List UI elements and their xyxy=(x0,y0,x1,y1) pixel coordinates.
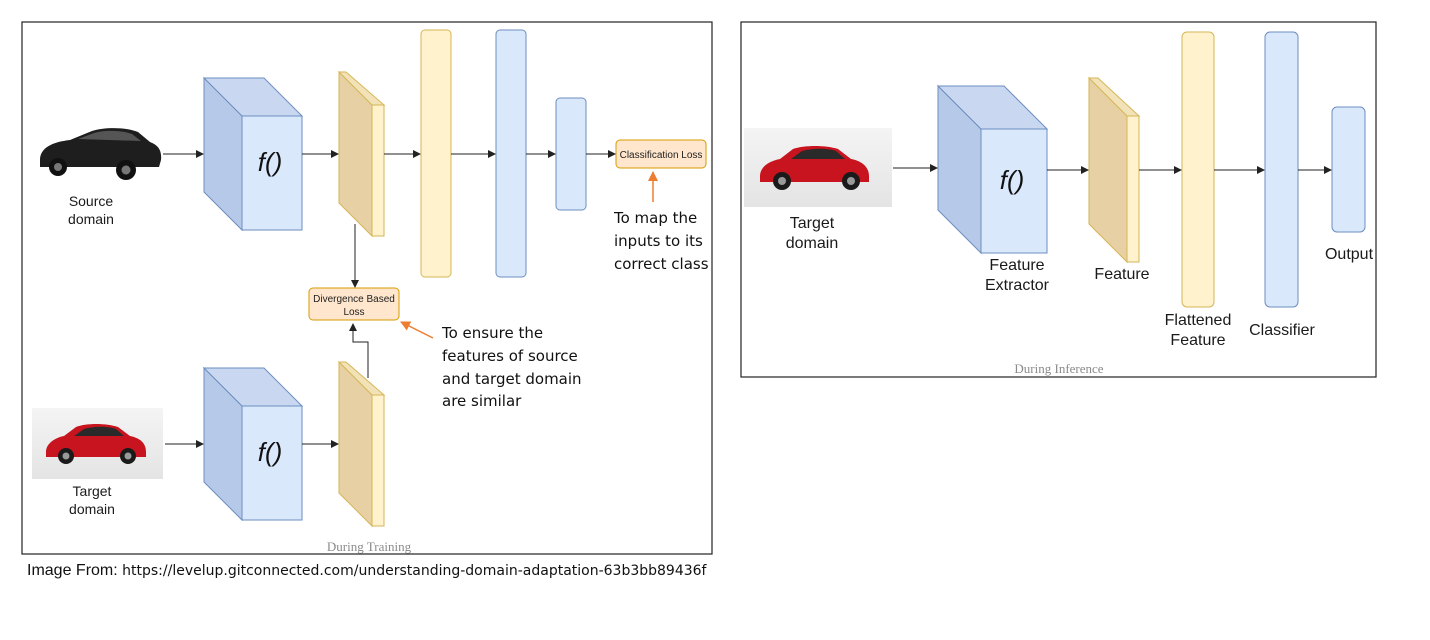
classification-loss-box xyxy=(615,139,707,169)
target-domain-label-2: domain xyxy=(69,501,115,517)
class-note-line-1: To map the xyxy=(613,209,697,227)
output-layer-bar xyxy=(555,97,587,211)
divergence-note-line-4: are similar xyxy=(442,392,522,410)
inf-flattened-bar xyxy=(1181,31,1215,308)
class-note-line-2: inputs to its xyxy=(614,232,703,250)
divergence-note-line-3: and target domain xyxy=(442,370,582,388)
inf-classifier-bar xyxy=(1264,31,1299,308)
feature-extractor-label-1: Feature xyxy=(989,257,1044,274)
feature-extractor-bottom xyxy=(202,366,304,522)
source-domain-label-1: Source xyxy=(69,193,114,209)
fx-bottom-label: f() xyxy=(258,437,283,467)
inference-panel: Target domain f() Feature Extractor Feat… xyxy=(740,21,1377,378)
feature-label: Feature xyxy=(1094,266,1149,283)
training-top-arrows xyxy=(163,150,616,378)
classification-loss-label: Classification Loss xyxy=(620,150,703,161)
divergence-loss-label-1: Divergence Based xyxy=(313,294,395,305)
training-panel: Source domain f() Classification Loss xyxy=(21,21,713,555)
inference-arrows xyxy=(893,164,1332,174)
divergence-note-line-2: features of source xyxy=(442,347,578,365)
classifier-label: Classifier xyxy=(1249,322,1315,339)
feature-map-top xyxy=(337,70,386,238)
source-credit: Image From: https://levelup.gitconnected… xyxy=(27,562,707,580)
feature-extractor-label-2: Extractor xyxy=(985,277,1050,294)
inf-target-label-1: Target xyxy=(790,215,835,232)
inf-feature-extractor xyxy=(936,84,1049,255)
target-car-image-training xyxy=(32,408,163,479)
feature-extractor-top xyxy=(202,76,304,232)
divergence-loss-box xyxy=(308,287,400,321)
inf-fx-label: f() xyxy=(1000,165,1025,195)
source-car-image xyxy=(40,128,162,180)
target-car-image-inference xyxy=(744,128,892,207)
divergence-loss-label-2: Loss xyxy=(343,307,364,318)
inference-caption: During Inference xyxy=(1014,361,1103,376)
feature-map-bottom xyxy=(337,360,386,528)
dense-layer-bar xyxy=(495,29,527,278)
divergence-note-line-1: To ensure the xyxy=(441,324,543,342)
target-domain-label-1: Target xyxy=(73,483,112,499)
source-domain-label-2: domain xyxy=(68,211,114,227)
inf-target-label-2: domain xyxy=(786,235,838,252)
flattened-feature-label-2: Feature xyxy=(1170,332,1225,349)
flattened-feature-label-1: Flattened xyxy=(1165,312,1232,329)
source-credit-prefix: Image From: xyxy=(27,562,123,579)
divergence-note-arrow xyxy=(400,321,434,339)
inf-feature-map xyxy=(1087,76,1141,264)
fx-top-label: f() xyxy=(258,147,283,177)
training-caption: During Training xyxy=(327,539,412,554)
flattened-feature-bar xyxy=(420,29,452,278)
source-credit-url: https://levelup.gitconnected.com/underst… xyxy=(122,563,707,579)
inf-output-bar xyxy=(1331,106,1366,233)
class-note-line-3: correct class xyxy=(614,255,709,273)
output-label: Output xyxy=(1325,246,1374,263)
